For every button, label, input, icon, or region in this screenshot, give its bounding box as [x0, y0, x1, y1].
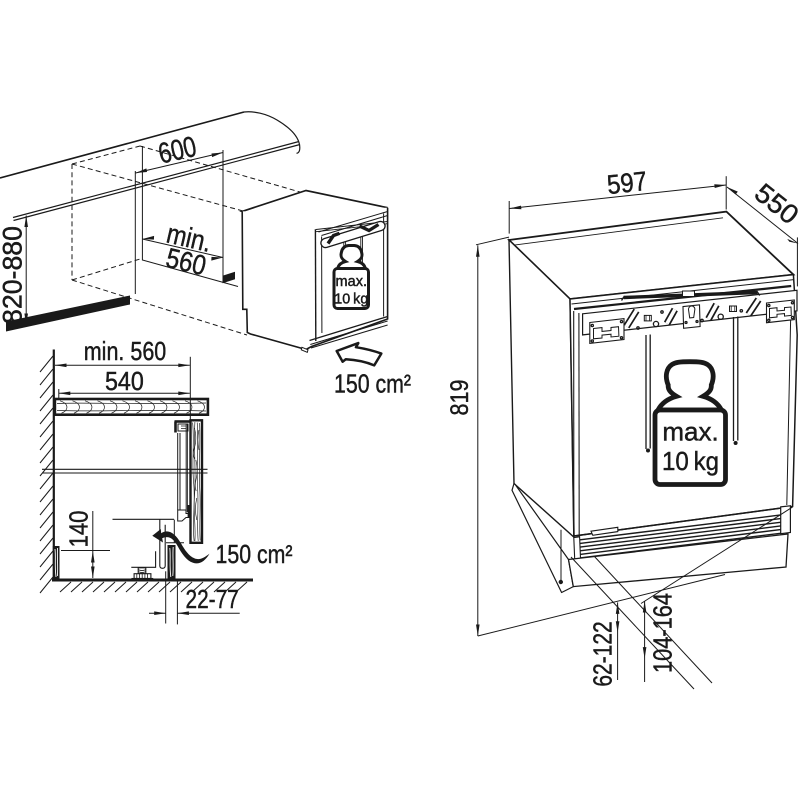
svg-text:max.: max.: [662, 417, 718, 447]
svg-text:150 cm²: 150 cm²: [334, 369, 411, 399]
svg-text:819: 819: [446, 380, 474, 416]
svg-text:597: 597: [606, 166, 649, 200]
svg-text:150 cm²: 150 cm²: [216, 539, 293, 569]
svg-text:600: 600: [155, 131, 199, 171]
svg-text:10 kg: 10 kg: [334, 291, 368, 308]
svg-text:10 kg: 10 kg: [662, 446, 719, 476]
svg-text:820-880: 820-880: [0, 226, 28, 324]
svg-text:min. 560: min. 560: [84, 336, 167, 366]
svg-text:540: 540: [105, 366, 144, 396]
svg-text:104-164: 104-164: [650, 593, 678, 673]
svg-text:62-122: 62-122: [590, 621, 618, 686]
svg-text:140: 140: [64, 511, 94, 548]
svg-text:22-77: 22-77: [186, 584, 239, 614]
svg-text:550: 550: [749, 178, 800, 231]
svg-text:max.: max.: [336, 274, 368, 290]
